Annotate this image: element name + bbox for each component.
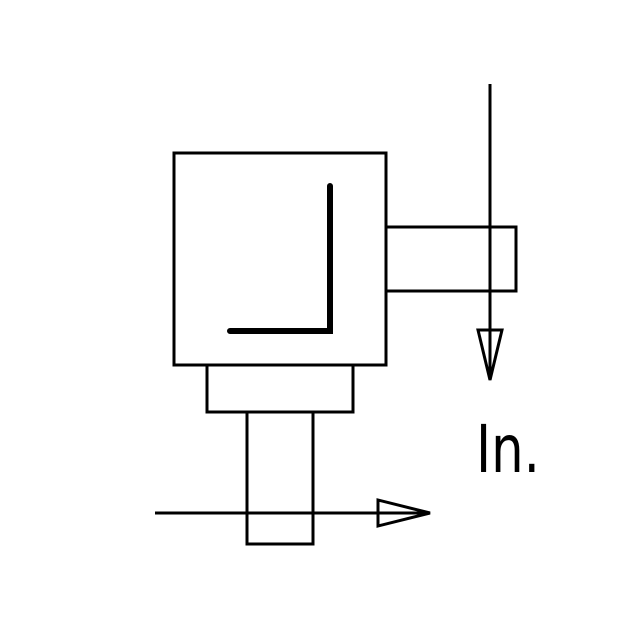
- gearbox-housing: [172, 151, 388, 367]
- lower-shaft: [245, 412, 315, 546]
- input-arrow-head: [476, 328, 504, 381]
- side-shaft-housing: [386, 225, 518, 293]
- lower-flange: [205, 365, 355, 414]
- right-angle-symbol: [227, 183, 333, 334]
- input-label: In.: [476, 411, 540, 488]
- output-arrow-head: [376, 498, 431, 528]
